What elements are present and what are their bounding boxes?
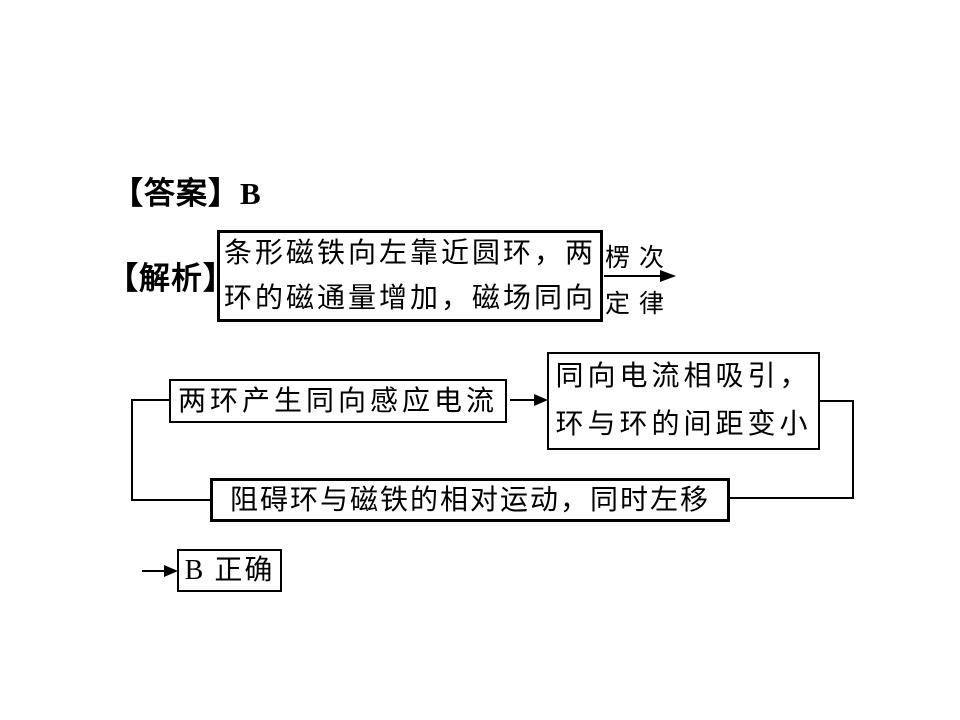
lenz-law-label-top: 楞次 xyxy=(604,245,673,272)
flow-box-hinder: 阻碍环与磁铁的相对运动，同时左移 xyxy=(210,478,730,522)
connector-line xyxy=(852,400,854,499)
flow-box-attraction-line2: 环与环的间距变小 xyxy=(555,409,812,440)
flow-box-attraction: 同向电流相吸引， 环与环的间距变小 xyxy=(547,352,820,450)
flow-box-premise-line1: 条形磁铁向左靠近圆环，两 xyxy=(223,238,596,269)
connector-line xyxy=(131,399,133,501)
connector-line xyxy=(730,497,854,499)
flow-box-premise: 条形磁铁向左靠近圆环，两 环的磁通量增加，磁场同向 xyxy=(217,230,603,322)
lenz-law-label-bottom: 定律 xyxy=(604,291,673,318)
connector-line xyxy=(820,400,854,402)
answer-line: 【答案】B xyxy=(112,168,262,213)
flow-box-attraction-line1: 同向电流相吸引， xyxy=(555,361,812,392)
arrow-right-icon xyxy=(604,270,676,282)
connector-line xyxy=(131,399,171,401)
analysis-label: 【解析】 xyxy=(107,261,235,296)
connector-line xyxy=(131,499,212,501)
flow-box-conclusion: B 正确 xyxy=(177,549,282,592)
flow-box-premise-line2: 环的磁通量增加，磁场同向 xyxy=(223,283,596,314)
answer-label: 【答案】 xyxy=(112,176,240,211)
flow-box-induced-current: 两环产生同向感应电流 xyxy=(169,379,507,423)
arrow-right-icon xyxy=(142,565,178,577)
answer-value: B xyxy=(240,176,262,211)
arrow-right-icon xyxy=(510,394,548,406)
